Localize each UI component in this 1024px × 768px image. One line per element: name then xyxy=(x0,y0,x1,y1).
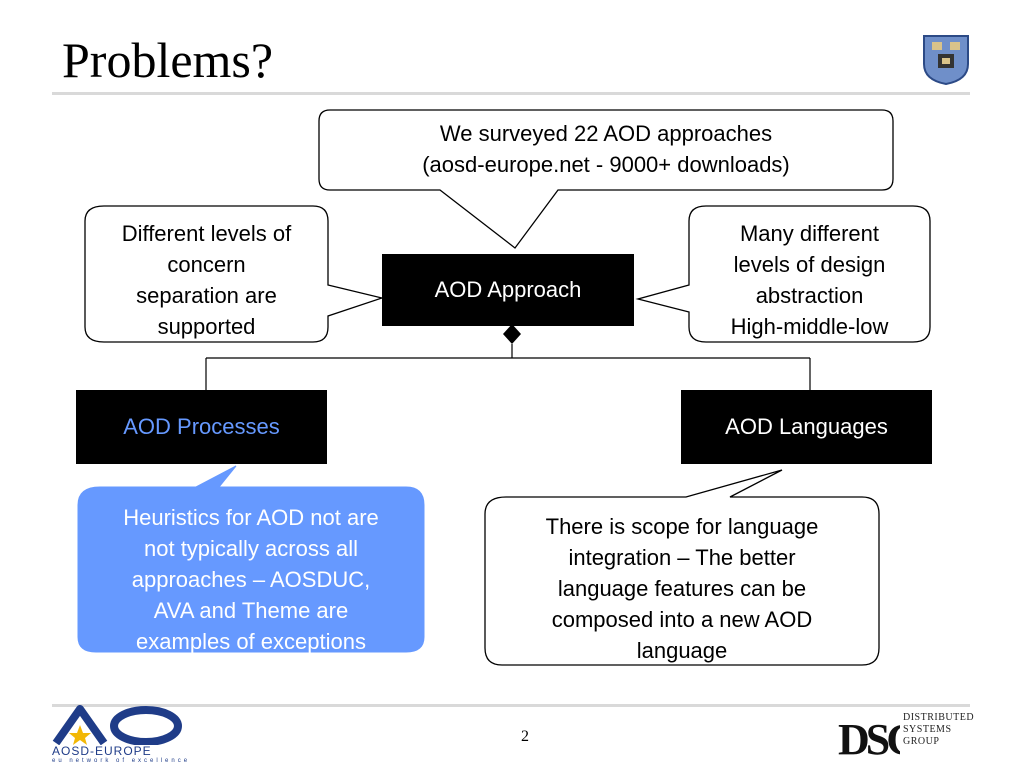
page-number: 2 xyxy=(521,728,529,745)
university-crest-icon xyxy=(923,35,969,86)
title-divider xyxy=(52,92,970,95)
heuristics-line: not typically across all xyxy=(144,536,358,561)
heuristics-line: Heuristics for AOD not are xyxy=(123,505,379,530)
scope-callout: There is scope for language integration … xyxy=(488,511,876,666)
aosd-europe-logo-icon xyxy=(52,705,182,745)
dsg-logo-icon: DSG xyxy=(838,715,900,763)
slide-title: Problems? xyxy=(62,32,274,88)
survey-callout-shape xyxy=(318,109,894,249)
aod-approach-box: AOD Approach xyxy=(382,254,634,326)
scope-line: language features can be xyxy=(557,576,807,601)
survey-line: We surveyed 22 AOD approaches xyxy=(439,121,773,146)
abstraction-line: abstraction xyxy=(755,283,864,308)
composition-diamond xyxy=(503,324,521,344)
dsg-wordmark: DISTRIBUTED SYSTEMS GROUP xyxy=(903,712,974,748)
aosd-europe-tagline: eu network of excellence xyxy=(52,758,191,764)
heuristics-callout: Heuristics for AOD not are not typically… xyxy=(80,502,422,657)
abstraction-callout-shape xyxy=(635,205,931,343)
dsg-line: GROUP xyxy=(903,736,940,747)
heuristics-line: AVA and Theme are xyxy=(153,598,349,623)
dsg-line: SYSTEMS xyxy=(903,724,952,735)
dsg-line: DISTRIBUTED xyxy=(903,712,975,723)
footer-divider xyxy=(52,704,970,707)
levels-callout-shape xyxy=(84,205,385,343)
survey-callout: We surveyed 22 AOD approaches (aosd-euro… xyxy=(330,118,882,180)
scope-line: language xyxy=(636,638,728,663)
scope-callout-shape xyxy=(484,469,880,666)
levels-line: supported xyxy=(157,314,256,339)
heuristics-line: approaches – AOSDUC, xyxy=(131,567,371,592)
levels-line: concern xyxy=(167,252,246,277)
scope-line: integration – The better xyxy=(568,545,796,570)
abstraction-callout: Many different levels of design abstract… xyxy=(694,218,925,342)
abstraction-line: Many different xyxy=(739,221,879,246)
aod-processes-box: AOD Processes xyxy=(76,390,327,464)
levels-line: Different levels of xyxy=(121,221,292,246)
heuristics-line: examples of exceptions xyxy=(136,629,366,654)
survey-line: (aosd-europe.net - 9000+ downloads) xyxy=(422,152,790,177)
abstraction-line: levels of design xyxy=(733,252,886,277)
abstraction-line: High-middle-low xyxy=(730,314,889,339)
aod-languages-box: AOD Languages xyxy=(681,390,932,464)
svg-text:DSG: DSG xyxy=(838,715,900,763)
heuristics-callout-shape xyxy=(77,465,425,653)
scope-line: composed into a new AOD xyxy=(551,607,813,632)
aosd-europe-name: AOSD-EUROPE xyxy=(52,744,152,758)
levels-line: separation are xyxy=(136,283,277,308)
levels-callout: Different levels of concern separation a… xyxy=(90,218,323,342)
scope-line: There is scope for language xyxy=(545,514,819,539)
